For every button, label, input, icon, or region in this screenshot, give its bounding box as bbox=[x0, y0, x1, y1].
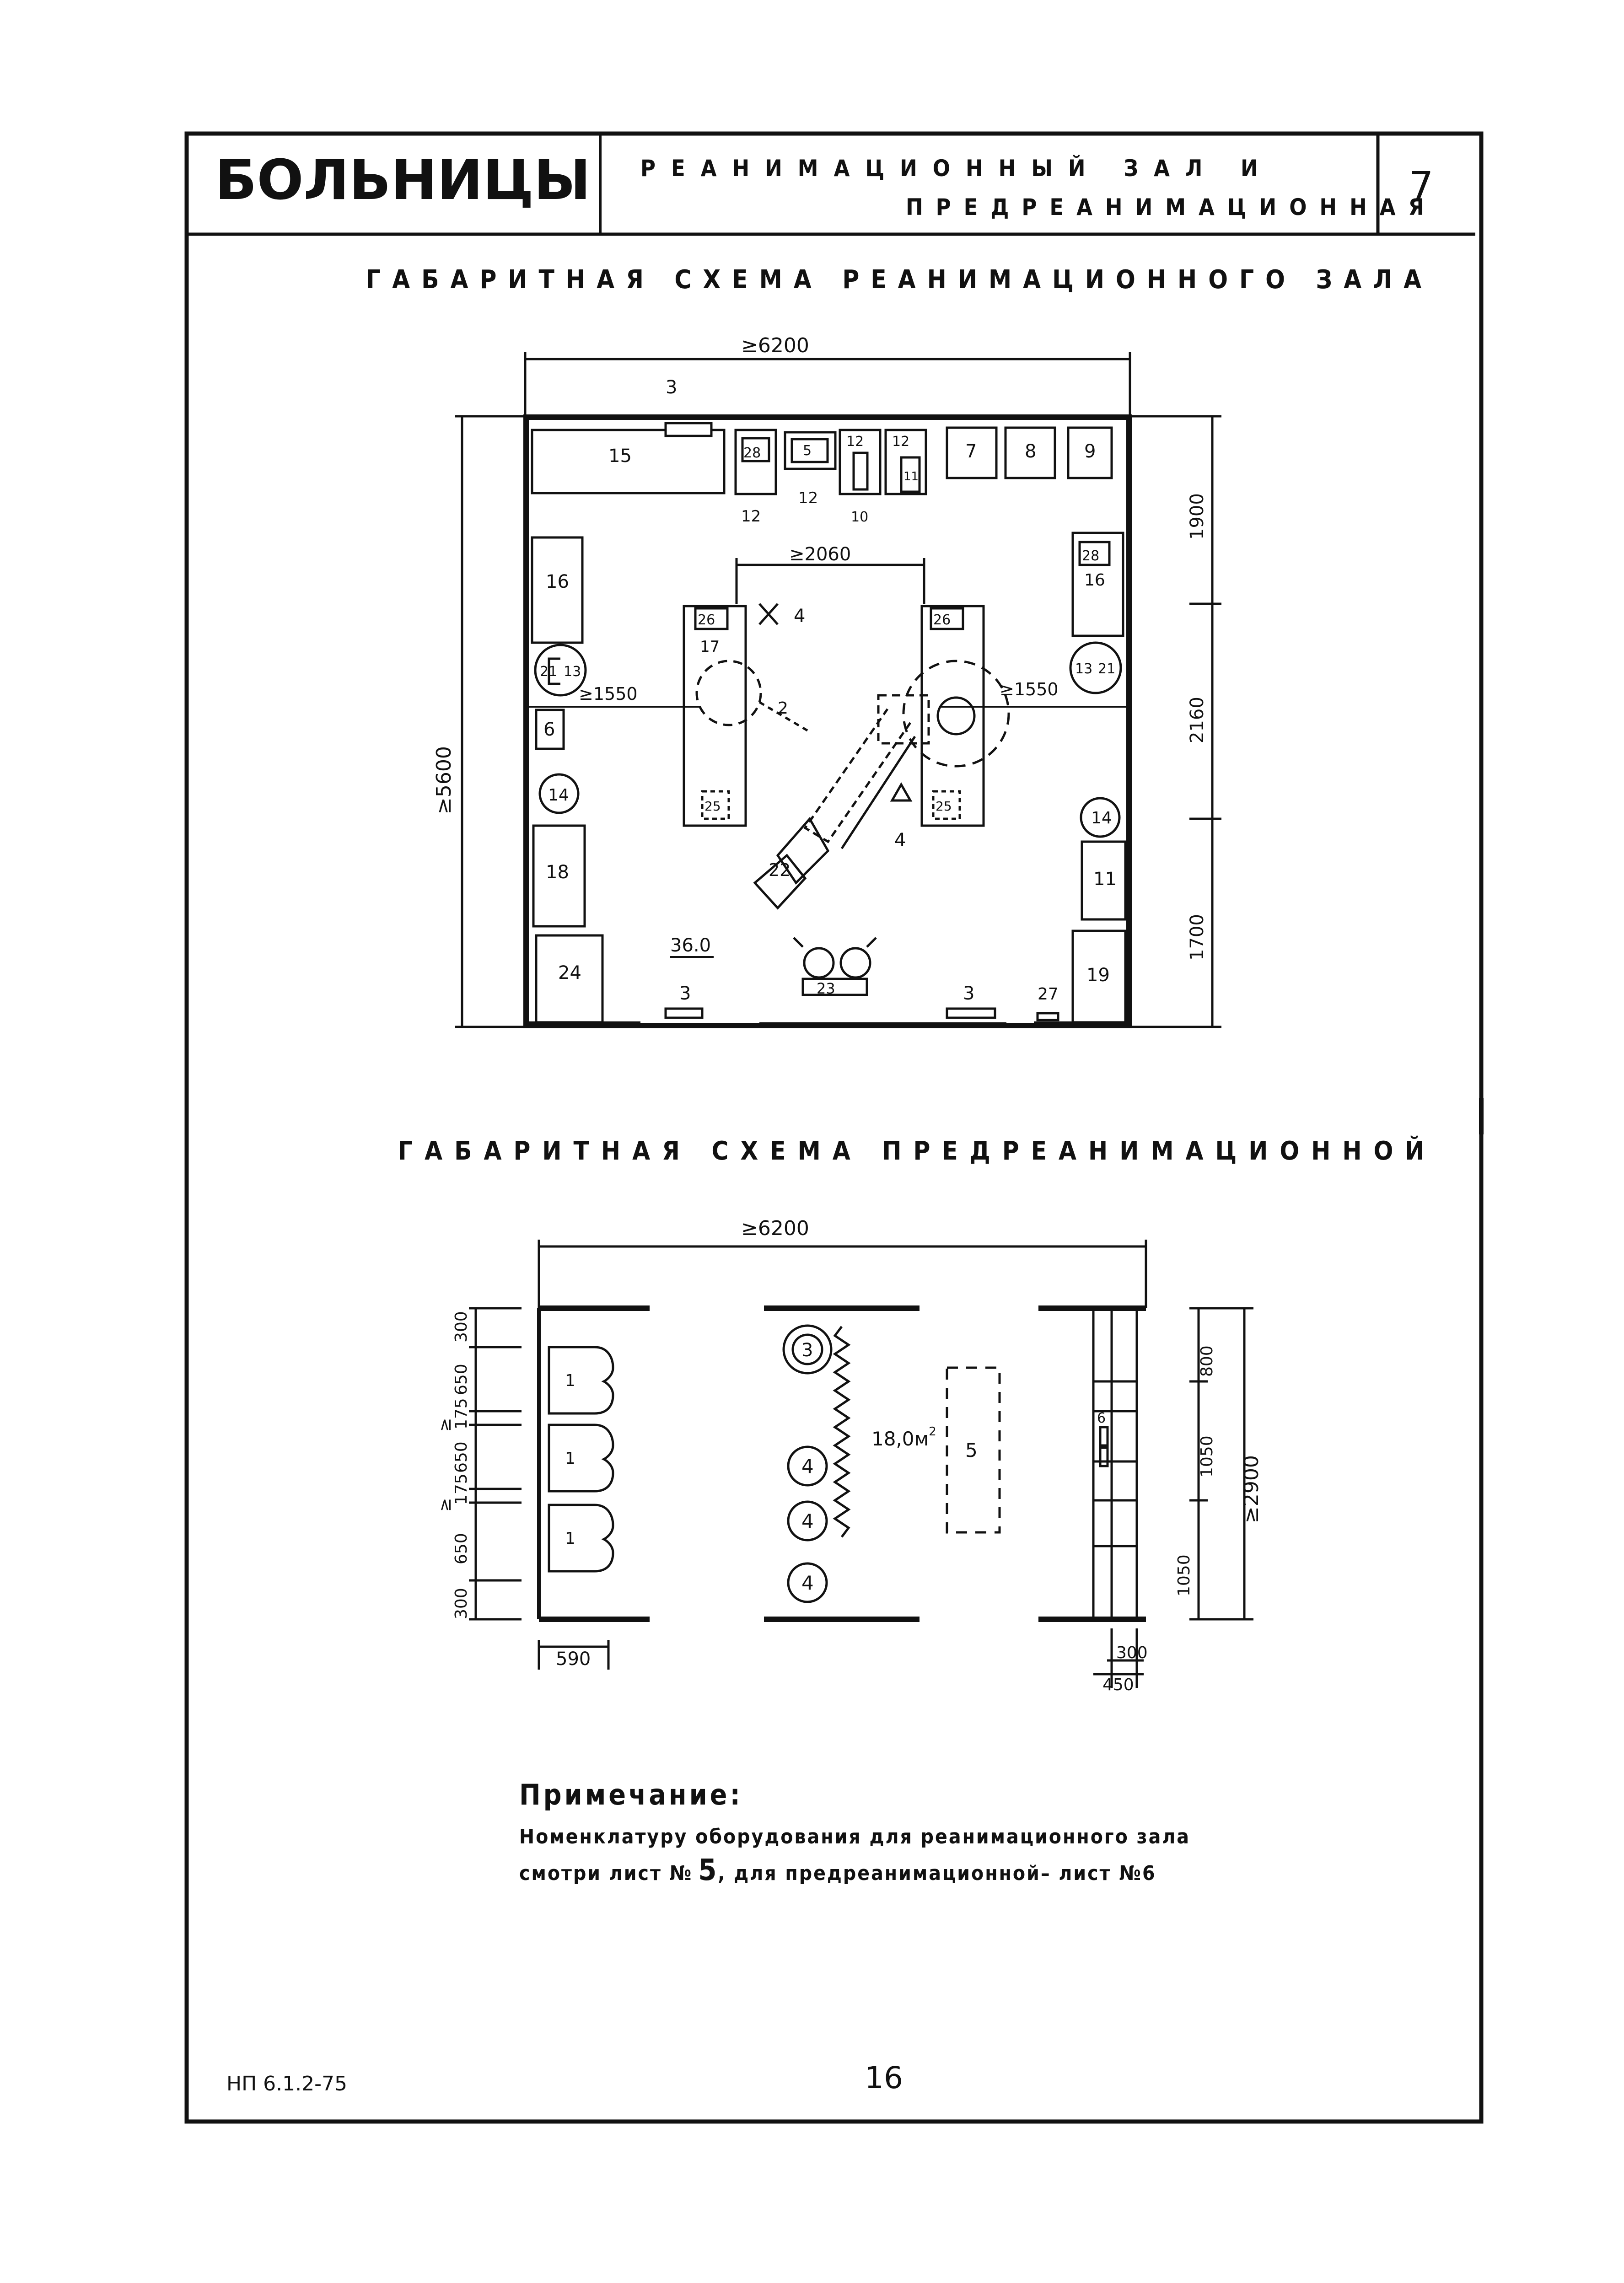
note-heading: Примечание: bbox=[519, 1778, 743, 1811]
label-25-right: 25 bbox=[936, 799, 952, 814]
plan2-ge-mark-1: ≥ bbox=[436, 1418, 455, 1432]
label-16-left: 16 bbox=[546, 571, 569, 592]
plan2-dim-175-1: 175 bbox=[452, 1398, 471, 1429]
label-6-shelf: 6 bbox=[1097, 1410, 1106, 1426]
label-3-bottom-right: 3 bbox=[963, 983, 974, 1004]
label-3-bottom-left: 3 bbox=[679, 983, 691, 1004]
footer-code: НП 6.1.2-75 bbox=[226, 2072, 347, 2095]
label-11-top: 11 bbox=[903, 470, 919, 483]
label-12-a: 12 bbox=[741, 507, 761, 526]
label-12-d: 12 bbox=[892, 434, 909, 450]
label-18: 18 bbox=[546, 862, 569, 883]
plan2-dim-300-bottom: 300 bbox=[452, 1588, 471, 1619]
plan1-area: 36.0 bbox=[670, 935, 711, 956]
label-17: 17 bbox=[700, 638, 720, 656]
header-subtitle-line2: ПРЕДРЕАНИМАЦИОННАЯ bbox=[906, 194, 1437, 220]
label-25-left: 25 bbox=[704, 799, 721, 814]
plan2 bbox=[469, 1240, 1253, 1688]
plan1 bbox=[455, 352, 1221, 1028]
page-number: 16 bbox=[865, 2060, 903, 2095]
plan1-width-dim: ≥6200 bbox=[741, 334, 809, 357]
plan2-dim-300-right: 300 bbox=[1116, 1644, 1148, 1662]
plan2-dim-650-2: 650 bbox=[452, 1441, 471, 1473]
plan1-dim-right-1: 1900 bbox=[1187, 493, 1208, 540]
label-8: 8 bbox=[1025, 441, 1036, 462]
title-block: БОЛЬНИЦЫ РЕАНИМАЦИОННЫЙ ЗАЛ И ПРЕДРЕАНИМ… bbox=[187, 134, 1475, 236]
label-14-left: 14 bbox=[548, 786, 569, 805]
sink-label-1: 1 bbox=[565, 1371, 575, 1390]
label-15: 15 bbox=[608, 446, 632, 467]
label-22: 22 bbox=[769, 860, 790, 880]
label-11-right: 11 bbox=[1093, 869, 1117, 890]
plan1-labels: ≥6200 ≥5600 1900 2160 1700 ≥2060 ≥1550 ≥… bbox=[432, 334, 1208, 1004]
plan2-ge-mark-2: ≥ bbox=[436, 1498, 455, 1512]
plan2-dim-300-top: 300 bbox=[452, 1311, 471, 1343]
label-14-right: 14 bbox=[1091, 809, 1112, 827]
label-3-lamp: 3 bbox=[801, 1340, 813, 1361]
label-3-top: 3 bbox=[666, 377, 677, 398]
plan2-dim-1050-1: 1050 bbox=[1198, 1435, 1216, 1477]
plan2-width-dim: ≥6200 bbox=[741, 1217, 809, 1240]
label-6: 6 bbox=[543, 719, 555, 740]
plan1-inner-dim: ≥2060 bbox=[789, 544, 851, 565]
label-27: 27 bbox=[1038, 985, 1059, 1004]
header-title: БОЛЬНИЦЫ bbox=[215, 149, 591, 212]
plan1-side-dim-right: ≥1550 bbox=[1000, 679, 1059, 699]
label-4-top: 4 bbox=[794, 606, 805, 627]
label-21-left: 21 bbox=[540, 664, 557, 680]
label-23: 23 bbox=[817, 980, 835, 997]
label-12-b: 12 bbox=[798, 489, 818, 507]
label-4-a: 4 bbox=[801, 1455, 814, 1477]
label-4-b: 4 bbox=[801, 1510, 814, 1532]
label-21-right: 21 bbox=[1098, 661, 1115, 677]
sink-label-2: 1 bbox=[565, 1449, 575, 1468]
label-2: 2 bbox=[778, 699, 788, 718]
note-line1: Номенклатуру оборудования для реанимацио… bbox=[519, 1825, 1190, 1848]
label-5: 5 bbox=[803, 443, 812, 459]
label-16-right: 16 bbox=[1084, 571, 1105, 590]
plan1-title: ГАБАРИТНАЯ СХЕМА РЕАНИМАЦИОННОГО ЗАЛА bbox=[366, 265, 1433, 295]
plan2-labels: ≥6200 300 650 175 650 175 650 300 ≥ ≥ 59… bbox=[436, 1217, 1263, 1694]
label-26-left: 26 bbox=[698, 612, 715, 628]
label-12-c: 12 bbox=[846, 434, 864, 450]
label-7: 7 bbox=[965, 441, 977, 462]
plan2-dim-590: 590 bbox=[556, 1649, 591, 1670]
sheet-number: 7 bbox=[1409, 163, 1433, 208]
label-28-top: 28 bbox=[743, 445, 761, 461]
label-28-right: 28 bbox=[1082, 548, 1099, 564]
plan2-dim-175-2: 175 bbox=[452, 1473, 471, 1505]
plan2-dim-450: 450 bbox=[1102, 1676, 1134, 1694]
label-13-left: 13 bbox=[564, 664, 581, 680]
plan2-height-dim: ≥2900 bbox=[1240, 1455, 1263, 1523]
label-13-right: 13 bbox=[1075, 661, 1092, 677]
plan2-dim-650-1: 650 bbox=[452, 1364, 471, 1395]
plan2-area: 18,0м2 bbox=[871, 1425, 936, 1450]
header-subtitle-line1: РЕАНИМАЦИОННЫЙ ЗАЛ И bbox=[640, 155, 1274, 182]
label-4-c: 4 bbox=[801, 1572, 814, 1594]
label-5-zone: 5 bbox=[965, 1439, 978, 1461]
plan1-dim-right-3: 1700 bbox=[1187, 914, 1208, 961]
note: Примечание: Номенклатуру оборудования дл… bbox=[519, 1778, 1190, 1887]
plan2-dim-800: 800 bbox=[1198, 1345, 1216, 1377]
plan1-dim-right-2: 2160 bbox=[1187, 697, 1208, 743]
label-9: 9 bbox=[1084, 441, 1096, 462]
label-26-right: 26 bbox=[933, 612, 951, 628]
plan2-dim-650-3: 650 bbox=[452, 1533, 471, 1564]
plan2-title: ГАБАРИТНАЯ СХЕМА ПРЕДРЕАНИМАЦИОННОЙ bbox=[398, 1136, 1436, 1166]
label-4-bottom: 4 bbox=[894, 830, 906, 851]
label-10: 10 bbox=[851, 509, 868, 525]
plan1-height-dim: ≥5600 bbox=[432, 746, 456, 814]
plan2-dim-1050-2: 1050 bbox=[1175, 1554, 1194, 1596]
label-24: 24 bbox=[558, 962, 581, 983]
label-19: 19 bbox=[1086, 965, 1110, 986]
sink-label-3: 1 bbox=[565, 1529, 575, 1548]
plan1-side-dim-left: ≥1550 bbox=[579, 684, 638, 704]
